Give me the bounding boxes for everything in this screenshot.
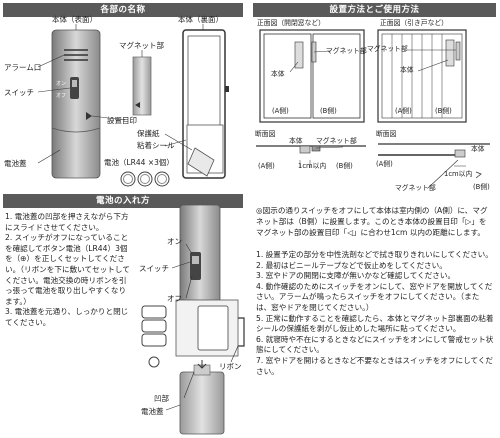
parts-section-header: 各部の名称 (3, 3, 243, 17)
usage-step: 1. 設置予定の部分を中性洗剤などで拭き取りきれいにしてください。 (256, 250, 493, 259)
label-setup-magnet-1: マグネット部 (326, 47, 367, 55)
label-ribbon: リボン (219, 362, 242, 371)
label-adhesive-seal: 粘着シール (137, 141, 175, 150)
battery-section-header: 電池の入れ方 (3, 194, 243, 208)
battery-leader-lines (165, 243, 239, 411)
label-side-a-3: (A側) (258, 162, 275, 170)
label-side-b-2: (B側) (435, 107, 452, 115)
usage-step: 3. 窓やドアの開閉に支障が無いかなど確認してください。 (256, 271, 456, 281)
body-front-illustration: オン オフ (51, 29, 101, 179)
sliding-front-diagram (377, 29, 467, 123)
label-setup-body-2: 本体 (400, 66, 414, 74)
label-battery-switch: スイッチ (139, 264, 169, 273)
label-battery-off: オフ (167, 294, 182, 303)
sliding-section-diagram (378, 143, 490, 179)
setup-leader-lines (289, 49, 459, 189)
usage-step: 4. 動作確認のためにスイッチをオンにして、窓やドアを開放してください。アラーム… (256, 281, 493, 312)
label-body-back: 本体（裏面） (178, 15, 223, 24)
label-side-a-2: (A側) (395, 107, 412, 115)
label-section-view-1: 断面図 (255, 130, 276, 138)
label-battery-box: 電池蓋 (4, 159, 27, 168)
svg-text:オフ: オフ (56, 93, 66, 99)
parts-leader-lines (37, 24, 204, 164)
battery-steps: 1. 電池蓋の凹部を押さえながら下方にスライドさせてください。 2. スイッチが… (5, 212, 133, 329)
usage-intro: ◎図示の通りスイッチをオフにして本体は室内側の（A側）に、マグネット部は（B側）… (256, 206, 488, 237)
svg-text:オン: オン (56, 81, 66, 87)
battery-diagram (141, 204, 245, 435)
usage-step: 5. 正常に動作することを確認したら、本体とマグネット部裏面の粘着シールの保護紙… (256, 313, 494, 334)
label-setup-body-1: 本体 (271, 70, 285, 78)
label-setup-body-3: 本体 (289, 137, 303, 145)
label-battery-on: オン (167, 237, 182, 246)
label-battery: 電池（LR44 ×3個） (104, 158, 174, 167)
label-install-mark: 設置目印 (107, 116, 137, 125)
battery-cells (120, 171, 170, 187)
label-setup-magnet-2: マグネット部 (367, 45, 408, 53)
label-magnet: マグネット部 (119, 41, 164, 50)
label-protective-paper: 保護紙 (137, 129, 160, 138)
battery-step: 1. 電池蓋の凹部を押さえながら下方にスライドさせてください。 (5, 212, 129, 232)
label-switch: スイッチ (4, 88, 34, 97)
usage-step: 7. 窓やドアを開けるときなど不要なときはスイッチをオフにしてください。 (256, 355, 494, 376)
peel-paper-illustration (186, 124, 224, 177)
label-front-sliding: 正面図（引き戸など） (380, 19, 448, 27)
label-gap-2: 1cm以内 (444, 170, 473, 178)
label-recess: 凹部 (154, 394, 169, 403)
label-alarm-port: アラーム口 (4, 63, 42, 72)
usage-step: 2. 最初はビニールテープなどで仮止めをしてください。 (256, 260, 447, 270)
usage-steps: 1. 設置予定の部分を中性洗剤などで拭き取りきれいにしてください。 2. 最初は… (256, 250, 494, 377)
label-side-b-3: (B側) (336, 162, 353, 170)
label-side-a-4: (A側) (376, 160, 393, 168)
label-section-view-2: 断面図 (376, 130, 397, 138)
setup-section-header: 設置方法とご使用方法 (253, 3, 496, 17)
label-setup-magnet-4: マグネット部 (395, 184, 436, 192)
magnet-illustration (132, 56, 152, 116)
label-front-open-window: 正面図（開閉窓など） (257, 19, 325, 27)
label-side-b-4: (B側) (473, 183, 490, 191)
usage-step: 6. 就寝時や不在にするときなどにスイッチをオンにして警戒セット状態にしてくださ… (256, 334, 494, 355)
battery-step: 2. スイッチがオフになっていることを確認してボタン電池（LR44）3個を（⊕）… (5, 233, 130, 306)
label-side-b-1: (B側) (320, 107, 337, 115)
label-cover: 電池蓋 (141, 407, 164, 416)
label-setup-magnet-3: マグネット部 (316, 137, 357, 145)
battery-step: 3. 電池蓋を元通り、しっかりと閉じてください。 (5, 307, 129, 327)
label-setup-body-4: 本体 (471, 145, 485, 153)
label-gap-1: 1cm以内 (298, 162, 327, 170)
label-body-front: 本体（表面） (52, 15, 97, 24)
label-side-a-1: (A側) (272, 107, 289, 115)
window-section-diagram (256, 145, 366, 168)
